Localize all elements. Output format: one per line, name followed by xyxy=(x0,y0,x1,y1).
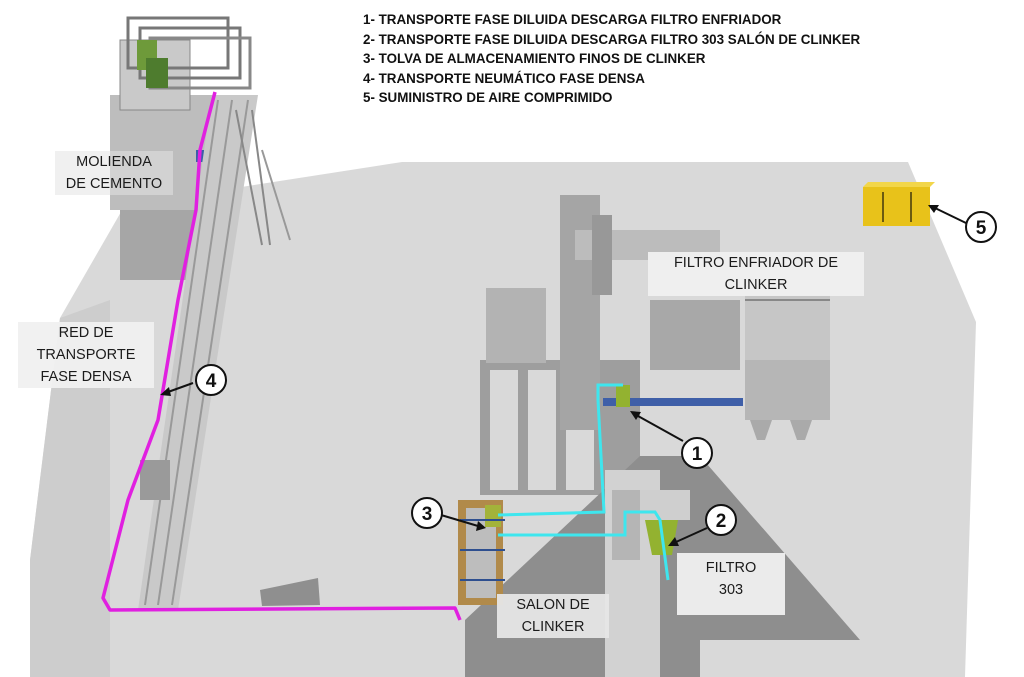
cooler-filter-label-line-2: CLINKER xyxy=(724,277,788,293)
conveyor-gallery xyxy=(138,95,320,610)
cooler-filter-discharge xyxy=(616,385,630,407)
legend-item-4: 4- TRANSPORTE NEUMÁTICO FASE DENSA xyxy=(363,70,645,86)
marker-5: 5 xyxy=(928,205,997,243)
marker-1-number: 1 xyxy=(692,444,703,465)
storage-hopper xyxy=(458,500,505,605)
clinker-hall-label-line-1: SALON DE xyxy=(516,597,590,613)
dense-phase-network-label-line-3: FASE DENSA xyxy=(40,369,132,385)
dense-phase-network-label-line-1: RED DE xyxy=(58,325,114,341)
floor-shade xyxy=(30,300,110,677)
cooler-filter-label: FILTRO ENFRIADOR DE CLINKER xyxy=(648,252,864,296)
clinker-hall-label: SALON DE CLINKER xyxy=(497,594,609,638)
filter-303-label: FILTRO 303 xyxy=(677,553,785,615)
marker-5-number: 5 xyxy=(976,218,987,239)
cooler-filter-label-line-1: FILTRO ENFRIADOR DE xyxy=(673,255,839,271)
cement-mill-label-line-2: DE CEMENTO xyxy=(65,176,163,192)
marker-3: 3 xyxy=(411,497,486,531)
dilute-phase-line-1 xyxy=(497,383,623,517)
legend: 1- TRANSPORTE FASE DILUIDA DESCARGA FILT… xyxy=(363,10,860,108)
cement-mill-building xyxy=(110,16,252,280)
central-structure xyxy=(480,195,740,495)
marker-1: 1 xyxy=(630,411,713,469)
dense-phase-network-label: RED DE TRANSPORTE FASE DENSA xyxy=(18,322,154,388)
cooler-filter xyxy=(603,295,830,440)
marker-4-number: 4 xyxy=(206,371,217,392)
marker-2-number: 2 xyxy=(716,511,727,532)
marker-4: 4 xyxy=(160,364,227,396)
dense-phase-network-label-line-2: TRANSPORTE xyxy=(36,347,136,363)
legend-item-5: 5- SUMINISTRO DE AIRE COMPRIMIDO xyxy=(363,90,613,106)
clinker-hall-label-line-2: CLINKER xyxy=(521,619,585,635)
marker-2: 2 xyxy=(668,504,737,546)
filter-303-label-line-1: FILTRO xyxy=(705,560,757,576)
legend-item-3: 3- TOLVA DE ALMACENAMIENTO FINOS DE CLIN… xyxy=(363,51,706,67)
legend-item-1: 1- TRANSPORTE FASE DILUIDA DESCARGA FILT… xyxy=(363,12,782,27)
dilute-phase-line-2 xyxy=(498,510,670,581)
filter-303-label-line-2: 303 xyxy=(718,582,744,598)
dense-phase-line xyxy=(101,91,462,621)
cement-mill-label: MOLIENDA DE CEMENTO xyxy=(55,151,173,195)
air-compressor xyxy=(863,182,935,226)
legend-item-2: 2- TRANSPORTE FASE DILUIDA DESCARGA FILT… xyxy=(363,31,861,47)
marker-3-number: 3 xyxy=(422,504,433,525)
cement-mill-label-line-1: MOLIENDA xyxy=(76,154,152,170)
